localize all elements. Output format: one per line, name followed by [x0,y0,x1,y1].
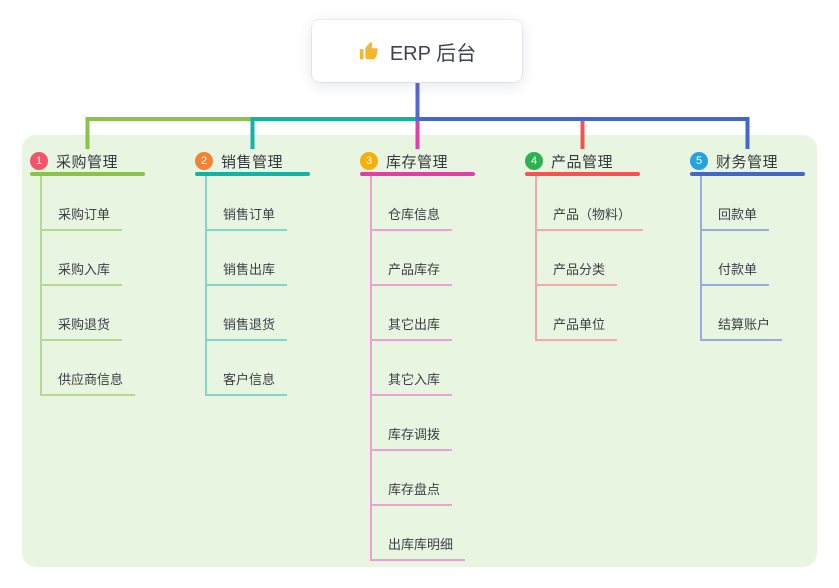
child-node[interactable]: 供应商信息 [40,372,136,396]
branch-badge-icon: 4 [525,152,543,170]
child-node[interactable]: 回款单 [700,207,770,231]
branch-underline [30,172,145,176]
branch-badge-icon: 2 [195,152,213,170]
root-node[interactable]: ERP 后台 [312,20,522,82]
branch-badge-icon: 3 [360,152,378,170]
child-node[interactable]: 采购退货 [40,317,123,341]
child-connector-line [40,176,42,396]
child-node[interactable]: 其它入库 [370,372,453,396]
branch-badge-icon: 5 [690,152,708,170]
child-node[interactable]: 产品分类 [535,262,618,286]
child-node[interactable]: 出库库明细 [370,537,466,561]
child-node[interactable]: 销售退货 [205,317,288,341]
root-label: ERP 后台 [389,42,477,65]
branch-heading-3[interactable]: 3 库存管理 [360,149,448,173]
child-node[interactable]: 采购订单 [40,207,123,231]
child-node[interactable]: 产品（物料） [535,207,644,231]
branches-panel [22,135,817,567]
branch-underline [525,172,640,176]
branch-badge-icon: 1 [30,152,48,170]
child-node[interactable]: 客户信息 [205,372,288,396]
child-node[interactable]: 仓库信息 [370,207,453,231]
branch-heading-5[interactable]: 5 财务管理 [690,149,778,173]
branch-label: 采购管理 [56,153,119,171]
branch-heading-1[interactable]: 1 采购管理 [30,149,118,173]
branch-underline [360,172,475,176]
child-connector-line [370,176,372,561]
child-connector-line [205,176,207,396]
thumbs-up-icon [358,40,380,62]
branch-label: 库存管理 [386,153,449,171]
child-node[interactable]: 采购入库 [40,262,123,286]
child-node[interactable]: 销售出库 [205,262,288,286]
branch-label: 财务管理 [716,153,779,171]
child-node[interactable]: 库存调拨 [370,427,453,451]
child-node[interactable]: 产品库存 [370,262,453,286]
child-node[interactable]: 结算账户 [700,317,783,341]
branch-heading-4[interactable]: 4 产品管理 [525,149,613,173]
child-connector-line [700,176,702,341]
child-connector-line [535,176,537,341]
branch-label: 销售管理 [221,153,284,171]
branch-underline [195,172,310,176]
branch-heading-2[interactable]: 2 销售管理 [195,149,283,173]
branch-underline [690,172,805,176]
child-node[interactable]: 库存盘点 [370,482,453,506]
child-node[interactable]: 销售订单 [205,207,288,231]
child-node[interactable]: 其它出库 [370,317,453,341]
child-node[interactable]: 产品单位 [535,317,618,341]
child-node[interactable]: 付款单 [700,262,770,286]
branch-label: 产品管理 [551,153,614,171]
